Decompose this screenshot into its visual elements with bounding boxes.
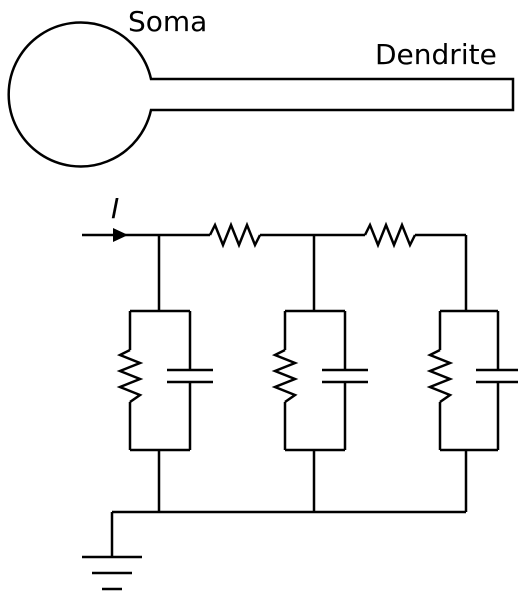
membrane-resistor-3 xyxy=(426,348,454,404)
soma-label: Soma xyxy=(128,5,207,38)
membrane-capacitor-3 xyxy=(476,368,518,384)
axial-resistor-1 xyxy=(208,221,262,249)
compartment-1-wires xyxy=(128,235,192,512)
neuron-morphology: Soma Dendrite xyxy=(7,5,515,168)
membrane-resistor-2 xyxy=(271,348,299,404)
membrane-resistor-1 xyxy=(116,348,144,404)
compartment-2 xyxy=(271,235,368,512)
equivalent-circuit: I xyxy=(82,192,518,591)
compartment-3-wires xyxy=(438,235,500,512)
membrane-capacitor-1 xyxy=(167,368,213,384)
dendrite-label: Dendrite xyxy=(375,38,497,71)
membrane-capacitor-2 xyxy=(322,368,368,384)
ground-icon xyxy=(82,512,142,591)
compartment-3 xyxy=(426,235,518,512)
axial-resistor-2 xyxy=(363,221,417,249)
soma-dendrite-outline xyxy=(7,21,515,168)
compartment-1 xyxy=(116,235,213,512)
compartment-2-wires xyxy=(283,235,347,512)
current-label: I xyxy=(111,192,119,225)
